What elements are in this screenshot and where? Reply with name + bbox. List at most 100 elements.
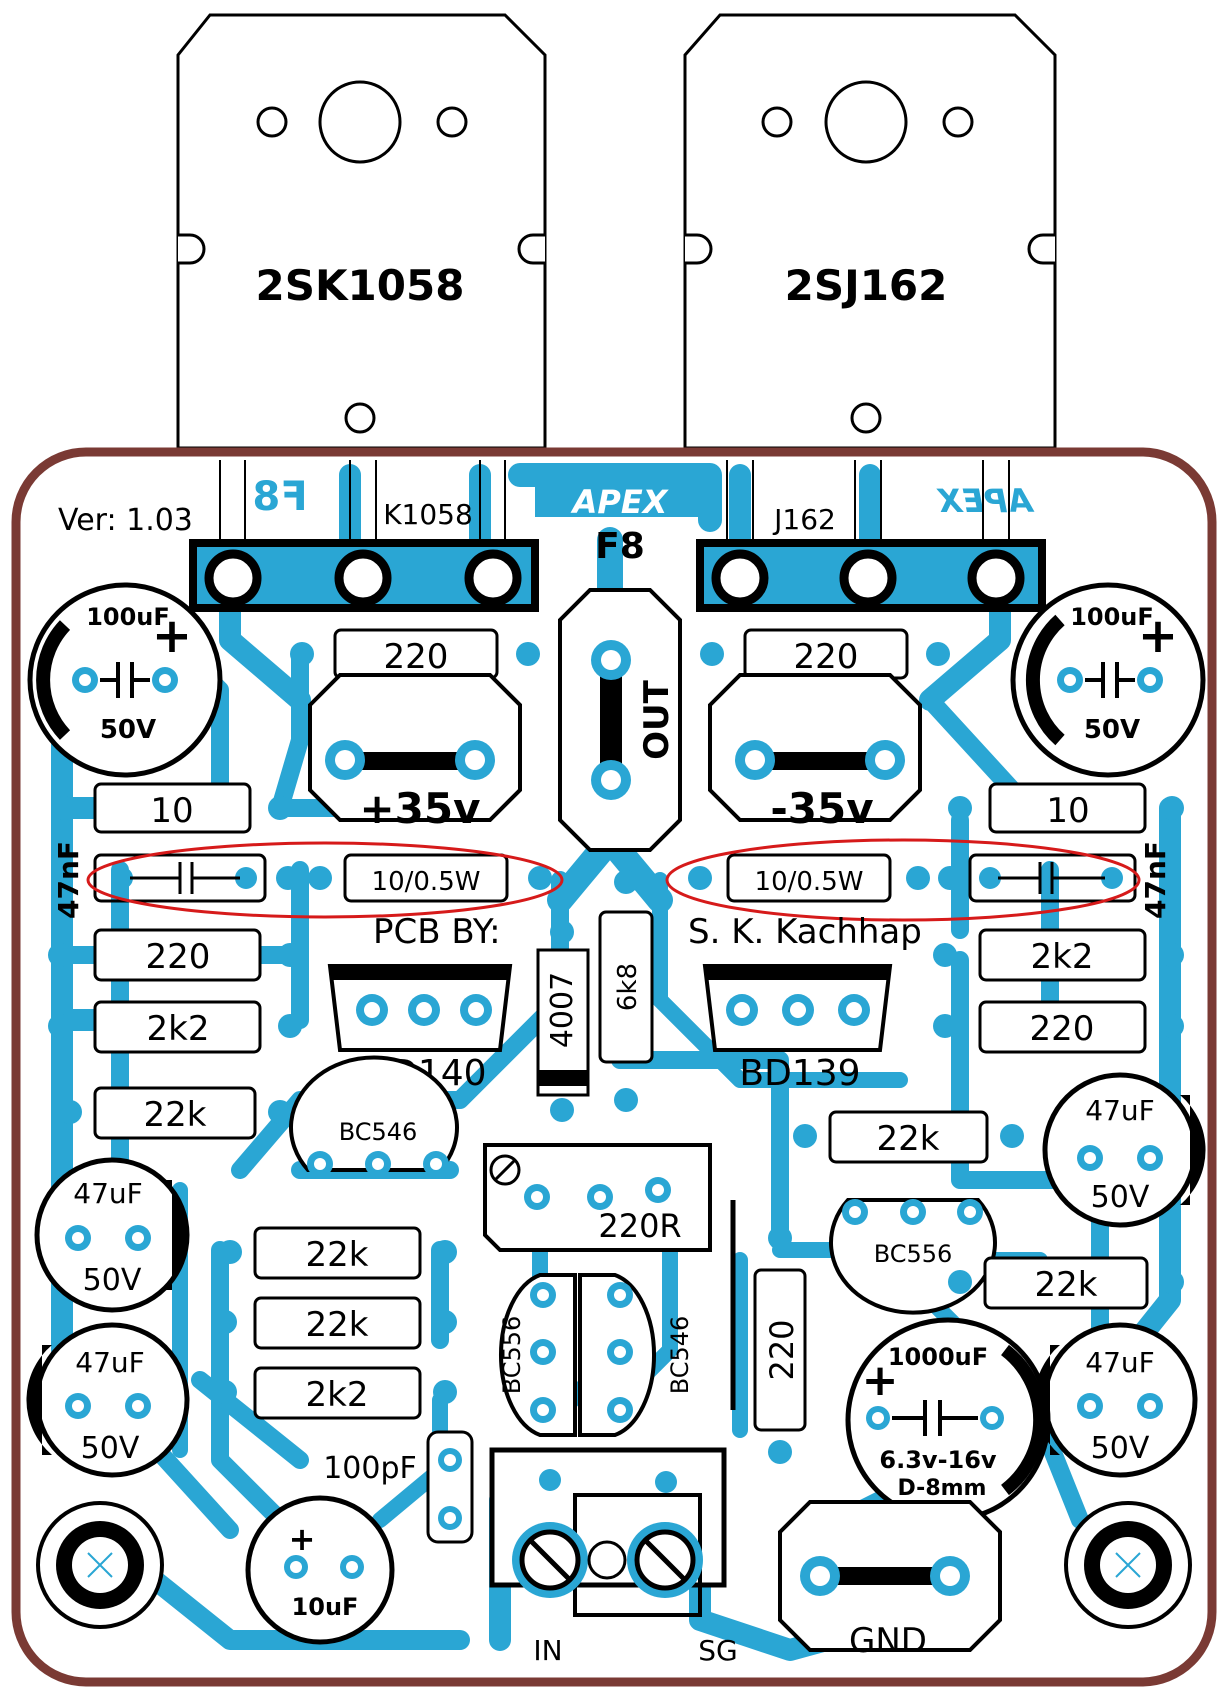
bc556-bottom-label: BC556 bbox=[498, 1316, 526, 1395]
res-220-left: 220 bbox=[48, 928, 302, 982]
trimmer-220r-label: 220R bbox=[598, 1207, 681, 1245]
cap-47uf-right-low-volt: 50V bbox=[1091, 1431, 1150, 1466]
cap-47uf-right-low-value: 47uF bbox=[1085, 1346, 1154, 1379]
cap-1000uf-size: D-8mm bbox=[898, 1476, 987, 1501]
bc556-right-label: BC556 bbox=[874, 1240, 953, 1268]
cap-100pf-label: 100pF bbox=[323, 1451, 417, 1486]
cap-47nf-right-label: 47nF bbox=[1139, 841, 1172, 919]
mosfet-2sk1058-label: 2SK1058 bbox=[256, 261, 465, 310]
credit-right: S. K. Kachhap bbox=[688, 912, 922, 952]
cap-100uf-right-value: 100uF bbox=[1070, 603, 1154, 631]
res-220-left-label: 220 bbox=[146, 937, 211, 977]
res-10w-right: 10/0.5W bbox=[688, 853, 962, 903]
highlight-left bbox=[86, 841, 564, 919]
supply-neg-connector: -35v bbox=[708, 673, 922, 833]
cap-10uf-plus: + bbox=[289, 1520, 316, 1558]
mounting-hole-right bbox=[1064, 1501, 1192, 1629]
cap-47uf-left-mid-value: 47uF bbox=[73, 1177, 142, 1210]
res-10-right-label: 10 bbox=[1046, 791, 1089, 831]
cap-47uf-left-low: 47uF 50V bbox=[26, 1322, 190, 1478]
res-22k-b-label: 22k bbox=[306, 1305, 369, 1345]
gnd-label: GND bbox=[849, 1621, 927, 1661]
mosfet-left-pins bbox=[189, 460, 539, 612]
res-22k-left: 22k bbox=[58, 1086, 292, 1140]
cap-100uf-right-volt: 50V bbox=[1084, 715, 1140, 745]
supply-pos-label: +35v bbox=[359, 784, 480, 833]
copper-text: F8 APEX APEX bbox=[252, 474, 1035, 521]
diode-4007: 4007 bbox=[536, 920, 590, 1122]
credit-left: PCB BY: bbox=[373, 912, 501, 952]
cap-47nf-left-label: 47nF bbox=[52, 841, 85, 919]
cap-47uf-left-mid-volt: 50V bbox=[83, 1263, 142, 1298]
res-10w-left-label: 10/0.5W bbox=[372, 867, 481, 897]
res-22k-a: 22k bbox=[218, 1226, 457, 1280]
supply-pos-connector: +35v bbox=[308, 673, 522, 833]
res-2k2-bottom: 2k2 bbox=[213, 1366, 457, 1420]
res-220-top-left-label: 220 bbox=[384, 637, 449, 677]
res-2k2-right: 2k2 bbox=[933, 928, 1184, 982]
sg-label: SG bbox=[698, 1634, 737, 1667]
bd139-label: BD139 bbox=[739, 1053, 860, 1094]
brand-apex-mirrored: APEX bbox=[936, 482, 1035, 520]
mounting-hole-left bbox=[36, 1501, 164, 1629]
res-22k-left-label: 22k bbox=[144, 1095, 207, 1135]
res-220-top-right: 220 bbox=[700, 628, 950, 680]
k1058-strip-label: K1058 bbox=[383, 498, 473, 531]
highlight-right bbox=[665, 838, 1141, 922]
cap-100uf-left-plus: + bbox=[152, 608, 192, 664]
cap-10uf-label: 10uF bbox=[292, 1593, 359, 1621]
j162-strip-label: J162 bbox=[772, 503, 836, 536]
mosfet-2sk1058-outline: 2SK1058 bbox=[176, 13, 547, 450]
res-2k2-left-label: 2k2 bbox=[147, 1009, 210, 1049]
diode-4007-label: 4007 bbox=[545, 972, 580, 1048]
cap-100uf-left-value: 100uF bbox=[86, 603, 170, 631]
transistor-bc556-bottom: BC556 bbox=[498, 1273, 577, 1437]
res-10-left-label: 10 bbox=[150, 791, 193, 831]
bc546-top-label: BC546 bbox=[339, 1118, 418, 1146]
cap-47uf-left-mid: 47uF 50V bbox=[34, 1157, 190, 1313]
mosfet-right-pins bbox=[696, 460, 1046, 612]
cap-1000uf-plus: + bbox=[862, 1355, 899, 1406]
transistor-bc546-bottom: BC546 bbox=[578, 1273, 694, 1437]
version-label: Ver: 1.03 bbox=[58, 503, 193, 538]
res-10w-right-label: 10/0.5W bbox=[755, 867, 864, 897]
res-10-right: 10 bbox=[948, 782, 1184, 834]
trimmer-220r: 220R bbox=[483, 1143, 712, 1252]
in-label: IN bbox=[533, 1634, 562, 1667]
res-22k-right-low: 22k bbox=[948, 1256, 1184, 1310]
cap-1000uf: + 1000uF 6.3v-16v D-8mm bbox=[845, 1317, 1051, 1523]
cap-47uf-right-mid: 47uF 50V bbox=[1042, 1072, 1206, 1228]
out-label: OUT bbox=[637, 679, 677, 760]
mirrored-f8-text: F8 bbox=[252, 474, 307, 520]
res-2k2-right-label: 2k2 bbox=[1031, 937, 1094, 977]
out-connector: OUT bbox=[558, 588, 682, 852]
cap-100uf-right-plus: + bbox=[1138, 608, 1178, 664]
mosfet-2sj162-outline: 2SJ162 bbox=[683, 13, 1057, 450]
cap-47uf-left-low-value: 47uF bbox=[75, 1346, 144, 1379]
res-6k8-label: 6k8 bbox=[613, 963, 643, 1011]
res-22k-mid-right: 22k bbox=[793, 1110, 1024, 1164]
res-22k-mid-right-label: 22k bbox=[877, 1119, 940, 1159]
cap-100pf: 100pF bbox=[323, 1430, 474, 1544]
cap-47uf-right-mid-volt: 50V bbox=[1091, 1180, 1150, 1215]
cap-1000uf-value: 1000uF bbox=[888, 1343, 988, 1371]
res-2k2-bottom-label: 2k2 bbox=[306, 1375, 369, 1415]
res-220-right: 220 bbox=[933, 1000, 1184, 1054]
bc546-bottom-label: BC546 bbox=[666, 1316, 694, 1395]
res-22k-right-low-label: 22k bbox=[1035, 1265, 1098, 1305]
res-220-top-right-label: 220 bbox=[794, 637, 859, 677]
cap-100uf-left: 100uF + 50V bbox=[27, 582, 223, 778]
mosfet-2sj162-label: 2SJ162 bbox=[785, 261, 948, 310]
cap-10uf: + 10uF bbox=[245, 1495, 395, 1645]
res-220-vertical: 220 bbox=[753, 1226, 807, 1464]
cap-47nf-left: 47nF bbox=[52, 841, 267, 919]
res-10w-left: 10/0.5W bbox=[276, 853, 552, 903]
gnd-connector: GND bbox=[778, 1500, 1002, 1661]
res-6k8: 6k8 bbox=[598, 870, 654, 1112]
res-220-vertical-label: 220 bbox=[763, 1319, 801, 1380]
res-22k-b: 22k bbox=[213, 1296, 457, 1350]
cap-47uf-right-mid-value: 47uF bbox=[1085, 1094, 1154, 1127]
res-22k-a-label: 22k bbox=[306, 1235, 369, 1275]
res-2k2-left: 2k2 bbox=[48, 1000, 302, 1054]
